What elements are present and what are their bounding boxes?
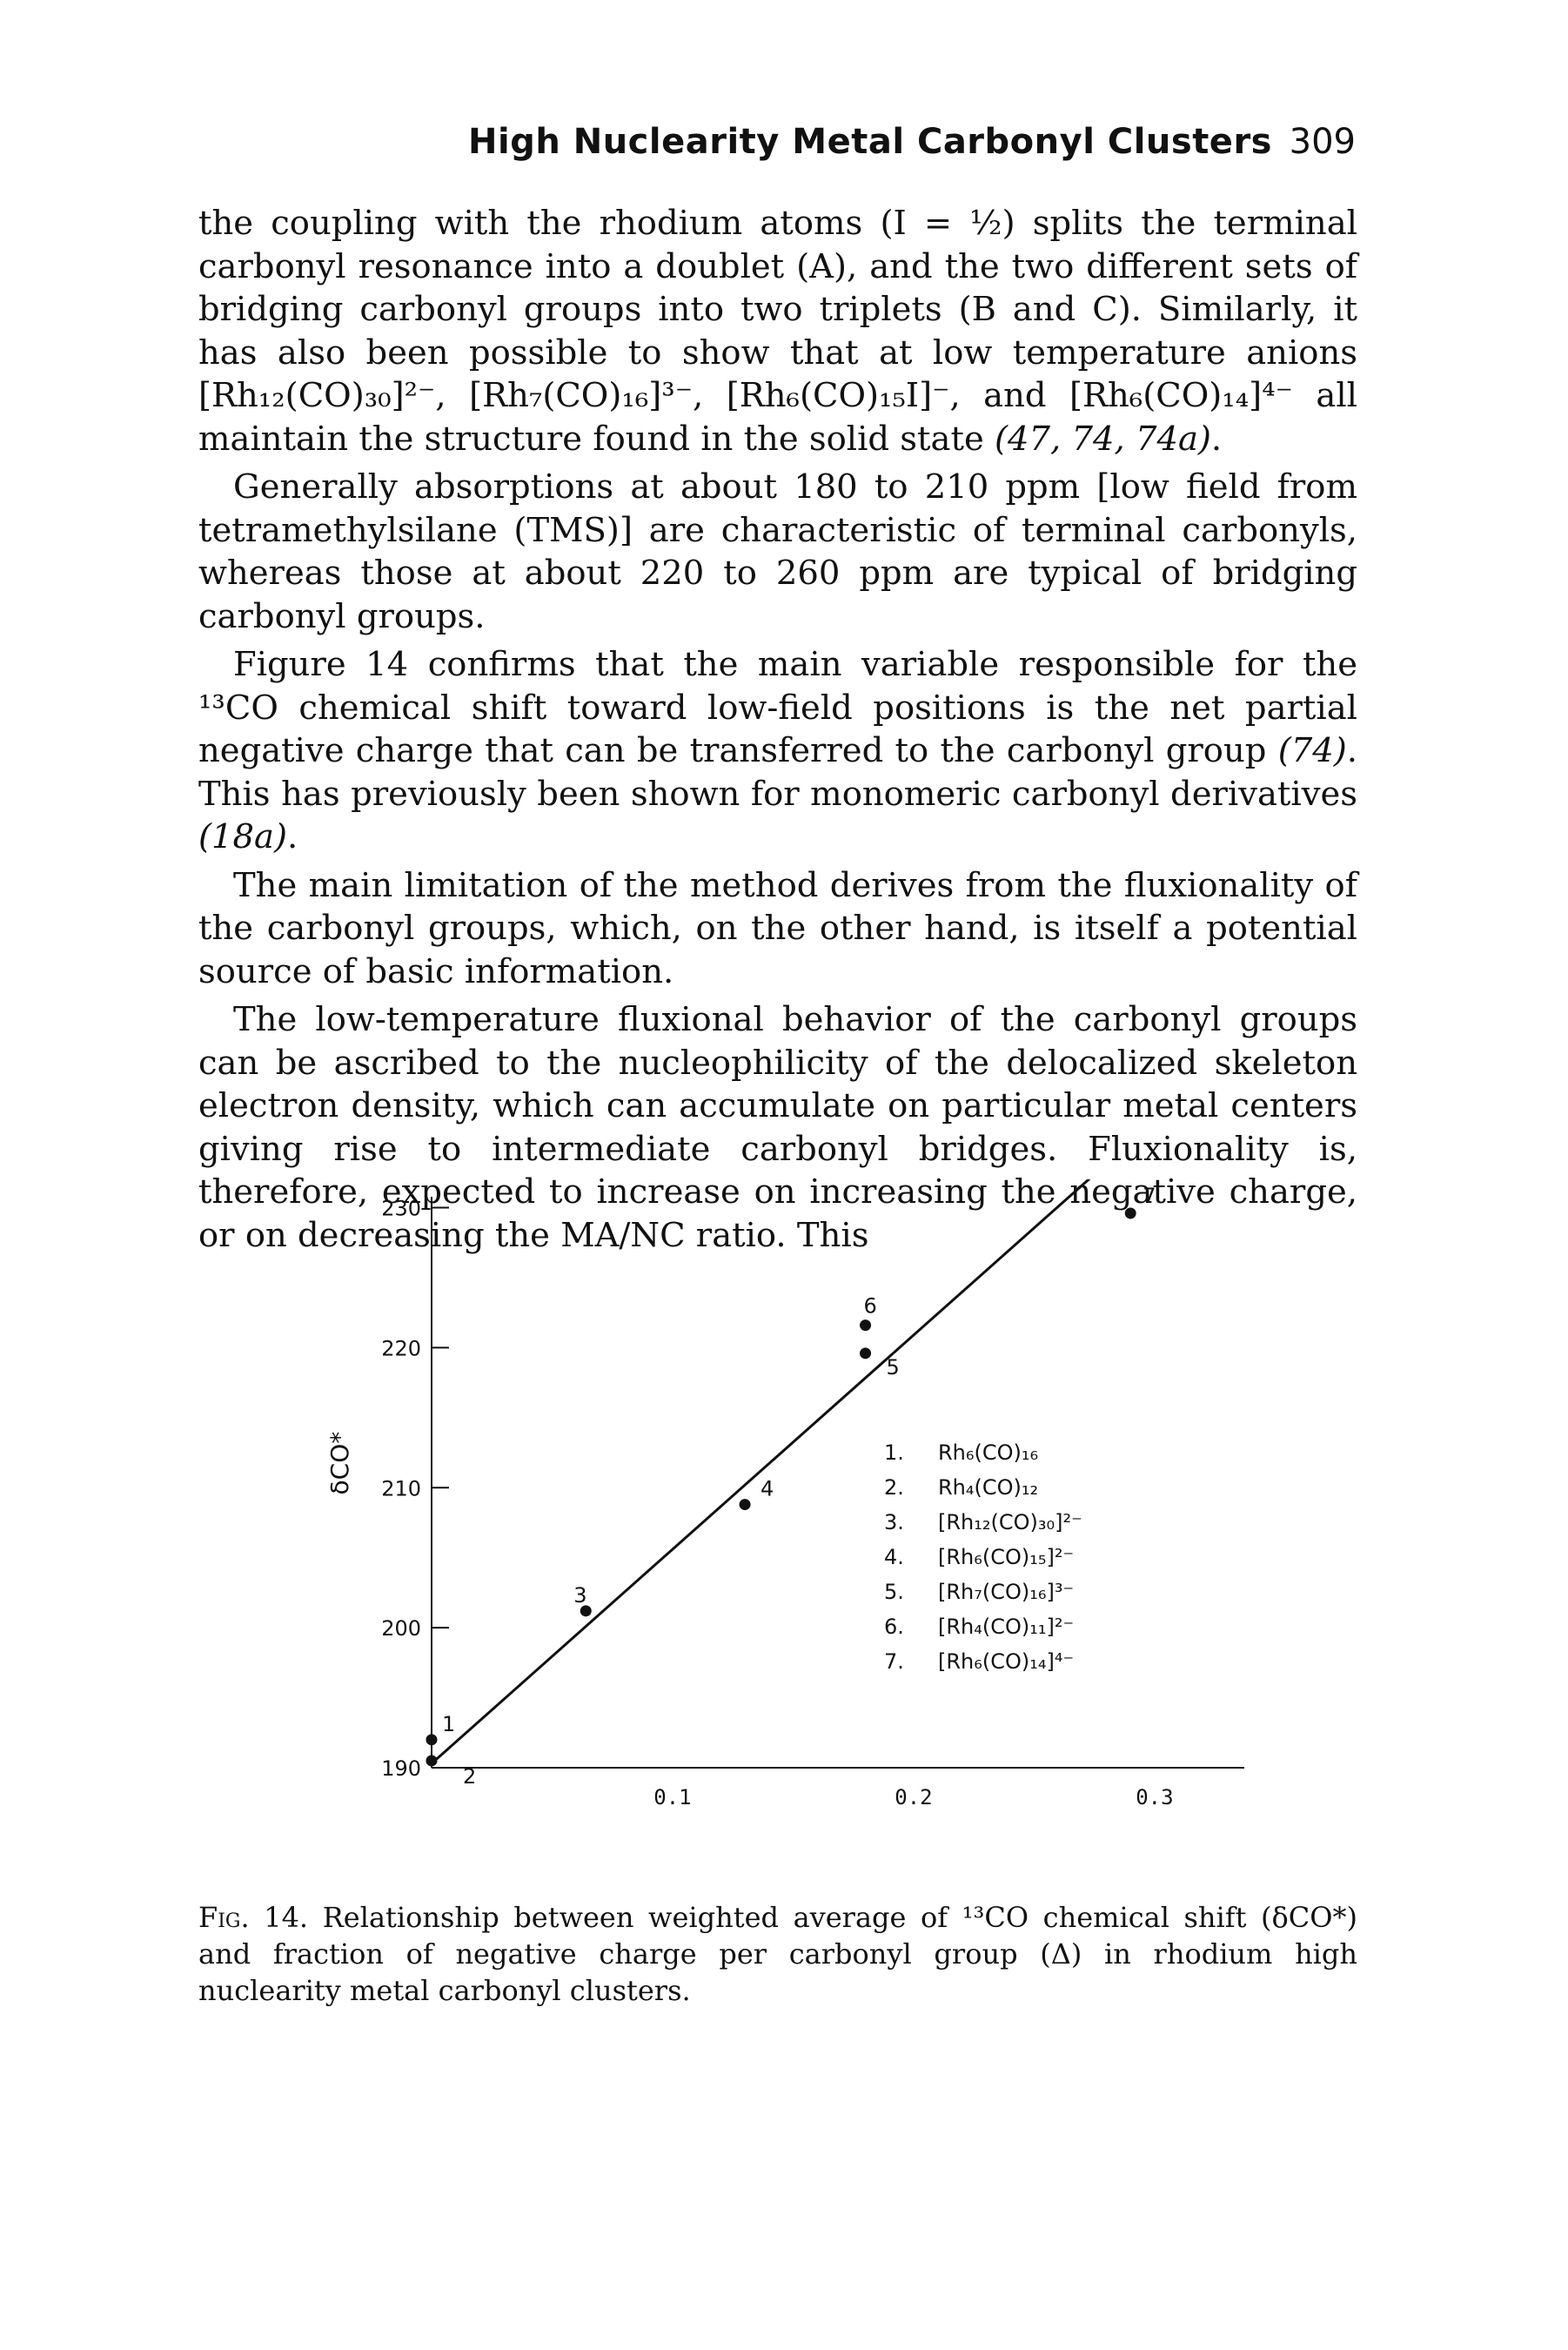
paragraph-2-text: Generally absorptions at about 180 to 21…: [198, 467, 1357, 636]
data-point-2: [426, 1755, 438, 1767]
y-tick-label: 200: [381, 1616, 421, 1641]
legend-num-3: 3.: [884, 1510, 904, 1534]
paragraph-3-tail-2: .: [286, 817, 298, 856]
paragraph-4: The main limitation of the method derive…: [198, 864, 1357, 994]
paragraph-1-tail: .: [1210, 419, 1223, 459]
paragraph-2: Generally absorptions at about 180 to 21…: [198, 466, 1357, 638]
x-tick-label: 0.1: [653, 1785, 691, 1810]
fit-line: [431, 1179, 1091, 1765]
data-point-3: [580, 1605, 592, 1617]
legend-formula-3: [Rh₁₂(CO)₃₀]²⁻: [938, 1510, 1082, 1534]
y-tick-label: 210: [381, 1476, 421, 1501]
paragraph-5: The low-temperature fluxional behavior o…: [198, 998, 1357, 1257]
paragraph-3-refs: (74): [1277, 731, 1347, 770]
running-title: High Nuclearity Metal Carbonyl Clusters: [468, 122, 1272, 162]
paragraph-5-text: The low-temperature fluxional behavior o…: [198, 1000, 1357, 1255]
legend-formula-1: Rh₆(CO)₁₆: [938, 1440, 1038, 1465]
y-axis-label: δCO*: [325, 1432, 354, 1495]
data-point-7: [1124, 1207, 1136, 1219]
paragraph-4-text: The main limitation of the method derive…: [198, 865, 1357, 991]
page-number: 309: [1289, 122, 1356, 162]
paragraph-1-text: the coupling with the rhodium atoms (I =…: [198, 204, 1357, 459]
figure-14: 190 200 210 220 230 0.1 0.2 0.3ΔδCO* 1 2 3 4 5 6 7 1. Rh…: [261, 1179, 1270, 1841]
page-header: High Nuclearity Metal Carbonyl Clusters …: [198, 122, 1356, 174]
paragraph-1-refs: (47, 74, 74a): [995, 419, 1211, 459]
data-point-4: [739, 1499, 751, 1511]
legend-num-5: 5.: [884, 1580, 904, 1604]
legend-formula-4: [Rh₆(CO)₁₅]²⁻: [938, 1545, 1074, 1569]
legend-formula-6: [Rh₄(CO)₁₁]²⁻: [938, 1615, 1074, 1639]
legend-num-6: 6.: [884, 1615, 904, 1639]
point-label-4: 4: [761, 1477, 774, 1501]
data-point-1: [426, 1734, 438, 1746]
data-point-6: [860, 1319, 872, 1332]
y-tick-label: 190: [381, 1756, 421, 1781]
x-tick-label: 0.2: [895, 1785, 932, 1810]
paragraph-1: the coupling with the rhodium atoms (I =…: [198, 202, 1357, 460]
point-label-2: 2: [463, 1764, 476, 1789]
point-label-7: 7: [1142, 1184, 1156, 1208]
paragraph-3-refs-2: (18a): [198, 817, 287, 856]
data-point-5: [860, 1347, 872, 1360]
paragraph-3: Figure 14 confirms that the main variabl…: [198, 643, 1357, 859]
point-label-5: 5: [887, 1355, 900, 1380]
caption-text: Relationship between weighted average of…: [198, 1901, 1358, 2007]
scatter-chart: 190 200 210 220 230 0.1 0.2 0.3ΔδCO* 1 2 3 4 5 6 7 1. Rh…: [325, 1179, 1244, 1841]
legend-num-7: 7.: [884, 1649, 904, 1674]
y-tick-label: 230: [381, 1197, 421, 1221]
body-text: the coupling with the rhodium atoms (I =…: [198, 202, 1357, 1257]
caption-label: Fig. 14.: [198, 1901, 309, 1934]
x-axis-label: Δ: [822, 1839, 837, 1841]
point-label-3: 3: [573, 1583, 586, 1608]
point-label-1: 1: [442, 1712, 455, 1736]
legend-formula-5: [Rh₇(CO)₁₆]³⁻: [938, 1580, 1074, 1604]
point-label-6: 6: [864, 1294, 877, 1319]
figure-caption: Fig. 14. Relationship between weighted a…: [198, 1899, 1357, 2009]
legend-num-1: 1.: [884, 1440, 904, 1465]
paragraph-3-tail: . This has previously been shown for mon…: [198, 731, 1357, 814]
legend-num-4: 4.: [884, 1545, 904, 1569]
legend-formula-7: [Rh₆(CO)₁₄]⁴⁻: [938, 1649, 1074, 1674]
legend-formula-2: Rh₄(CO)₁₂: [938, 1475, 1038, 1500]
x-tick-label: 0.3: [1136, 1785, 1173, 1810]
legend-num-2: 2.: [884, 1475, 904, 1500]
y-tick-label: 220: [381, 1336, 421, 1360]
paragraph-3-text: Figure 14 confirms that the main variabl…: [198, 645, 1357, 770]
